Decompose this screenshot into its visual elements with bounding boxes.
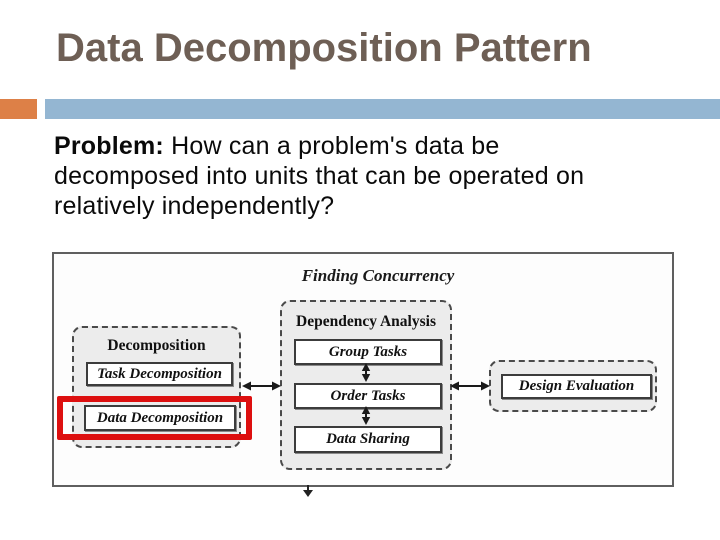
accent-orange-block bbox=[0, 99, 37, 119]
problem-line-2: decomposed into units that can be operat… bbox=[54, 162, 585, 190]
down-arrow-icon bbox=[303, 485, 313, 497]
design-evaluation-group: Design Evaluation bbox=[489, 360, 657, 412]
accent-blue-bar bbox=[45, 99, 720, 119]
red-highlight-rectangle bbox=[57, 396, 252, 440]
problem-label: Problem: bbox=[54, 132, 164, 160]
problem-line-1: Problem: How can a problem's data be bbox=[54, 131, 694, 161]
finding-concurrency-diagram: Finding Concurrency Decomposition Task D… bbox=[52, 252, 674, 487]
task-decomposition-box: Task Decomposition bbox=[86, 362, 233, 386]
figure-title: Finding Concurrency bbox=[301, 266, 455, 285]
problem-line-3: relatively independently? bbox=[54, 192, 335, 220]
design-evaluation-box: Design Evaluation bbox=[501, 374, 652, 399]
data-decomposition-box: Data Decomposition bbox=[84, 405, 236, 431]
left-double-arrow-icon bbox=[242, 381, 281, 391]
decomposition-group: Decomposition Task Decomposition Data De… bbox=[72, 326, 241, 448]
order-tasks-box: Order Tasks bbox=[294, 383, 442, 409]
group-tasks-box: Group Tasks bbox=[294, 339, 442, 365]
decomposition-group-label: Decomposition bbox=[107, 337, 206, 354]
dependency-analysis-group: Dependency Analysis Group Tasks Order Ta… bbox=[280, 300, 452, 470]
problem-statement: Problem: How can a problem's data be dec… bbox=[54, 131, 694, 221]
problem-line-1-text: How can a problem's data be bbox=[163, 132, 500, 160]
data-sharing-box: Data Sharing bbox=[294, 426, 442, 453]
right-double-arrow-icon bbox=[450, 381, 490, 391]
slide-title: Data Decomposition Pattern bbox=[56, 26, 592, 70]
dependency-analysis-group-label: Dependency Analysis bbox=[296, 313, 436, 330]
